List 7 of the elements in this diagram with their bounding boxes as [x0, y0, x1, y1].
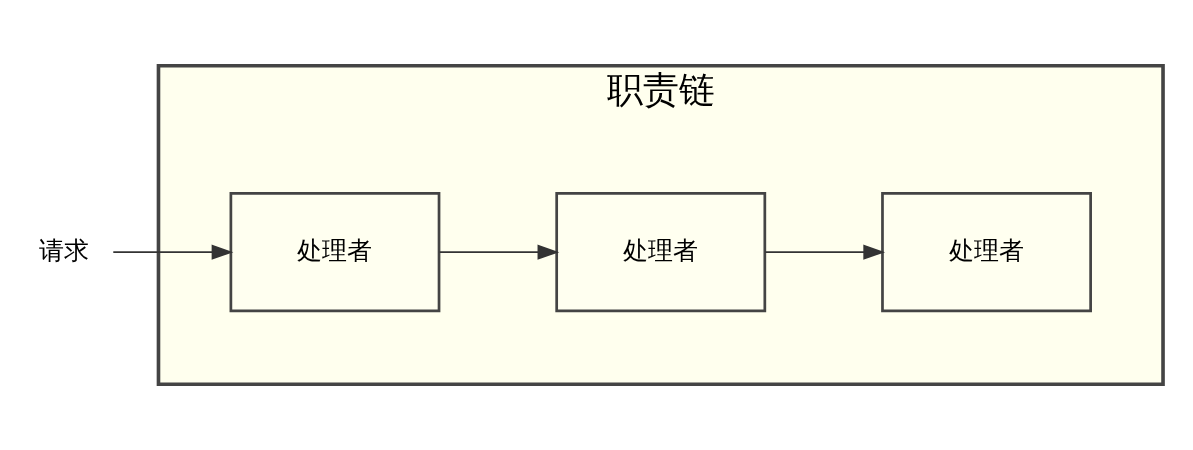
node-text: 请求 — [39, 234, 90, 265]
node-box: 处理者 — [881, 191, 1092, 313]
arrow — [112, 244, 234, 260]
arrow — [438, 244, 560, 260]
node-box: 处理者 — [555, 191, 767, 313]
node-box: 处理者 — [229, 191, 441, 313]
arrow — [764, 244, 886, 260]
